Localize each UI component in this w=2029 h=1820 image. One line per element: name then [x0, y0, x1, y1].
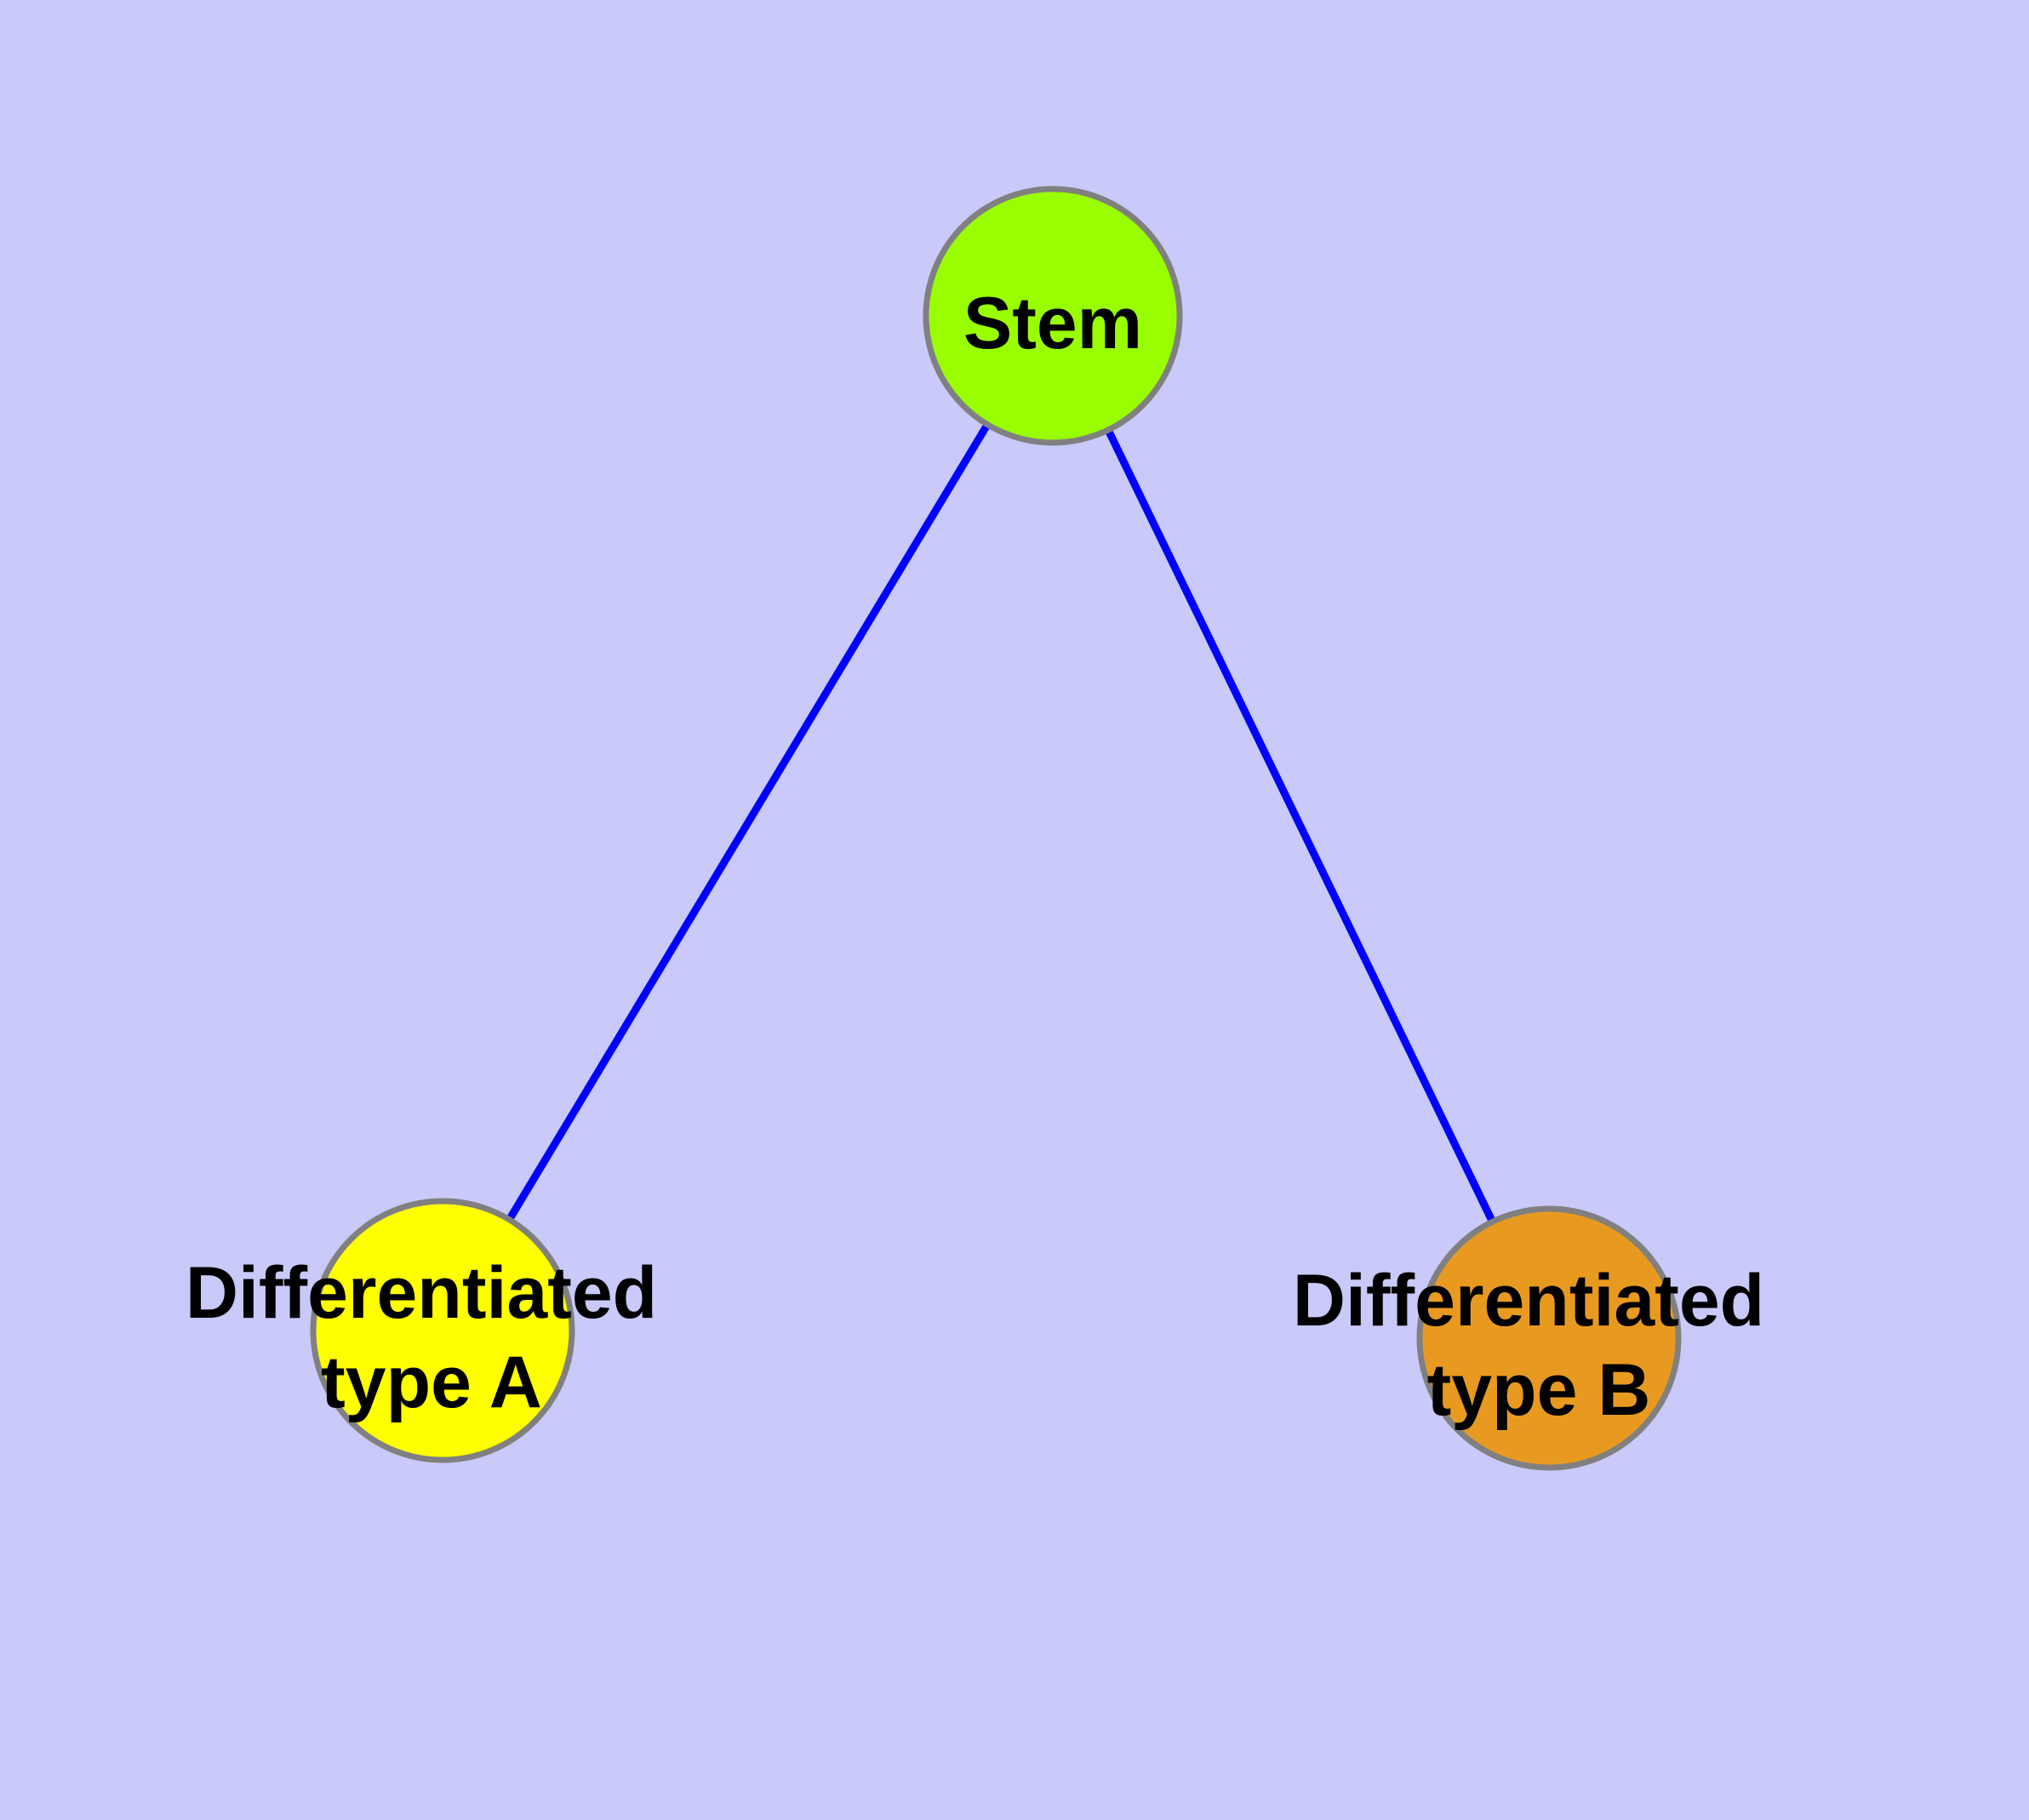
node-type-a-label-line2: type A: [321, 1342, 542, 1423]
node-type-a-label-line1: Differentiated: [186, 1252, 657, 1334]
node-type-a-label: Differentiated type A: [186, 1252, 677, 1423]
edge-stem-to-type-b: [1049, 314, 1553, 1340]
node-type-b-label-line1: Differentiated: [1293, 1260, 1764, 1342]
node-type-a: [310, 1198, 575, 1463]
edge-stem-to-type-a: [439, 313, 1056, 1333]
node-type-b: [1416, 1205, 1682, 1471]
node-stem: [923, 186, 1183, 446]
node-stem-label: Stem: [963, 283, 1142, 364]
node-type-b-label-line2: type B: [1427, 1349, 1651, 1431]
node-type-b-label: Differentiated type B: [1293, 1260, 1785, 1431]
